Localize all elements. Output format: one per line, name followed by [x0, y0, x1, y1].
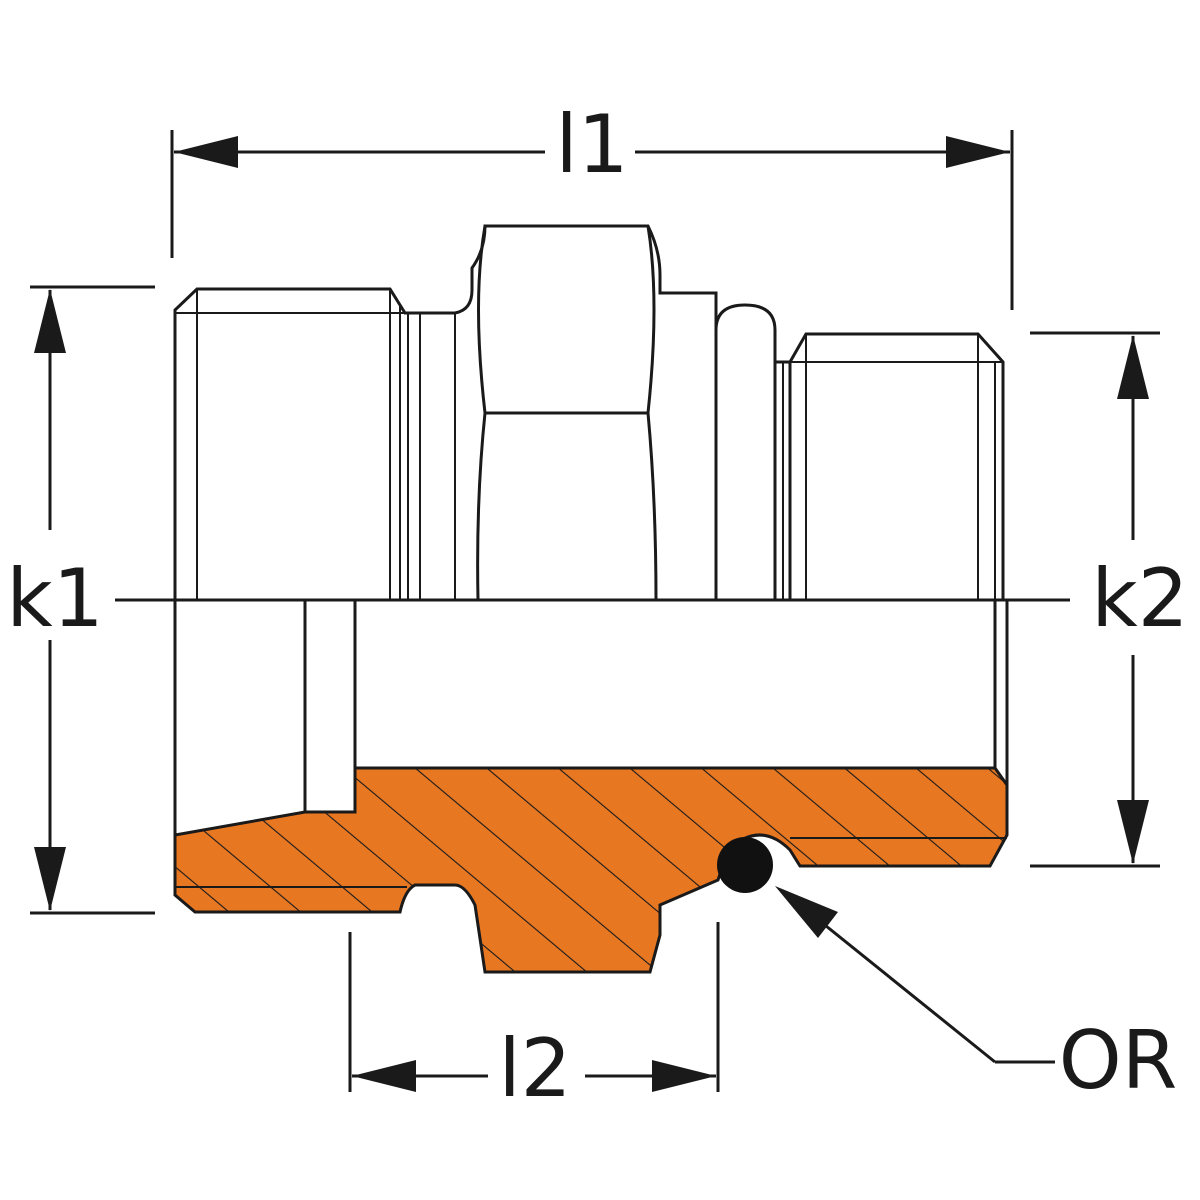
- dimension-l1: l1: [170, 98, 1014, 310]
- collar: [714, 303, 777, 600]
- arrowhead-icon: [34, 289, 66, 911]
- label-k2: k2: [1091, 552, 1188, 645]
- label-k1: k1: [6, 552, 103, 645]
- dimension-k2: k2: [1030, 331, 1189, 868]
- fitting-section-view: [173, 600, 1009, 974]
- section-hatch: [173, 766, 1009, 974]
- arrowhead-icon: [1117, 335, 1149, 864]
- o-ring-callout: OR: [775, 886, 1177, 1107]
- right-thread: [775, 332, 1005, 600]
- arrowhead-icon: [775, 886, 838, 938]
- label-l1: l1: [555, 98, 628, 191]
- dimension-k1: k1: [6, 285, 155, 915]
- label-or: OR: [1059, 1014, 1178, 1107]
- o-ring: [717, 837, 773, 893]
- label-l2: l2: [498, 1022, 571, 1115]
- fitting-upper-view: [173, 224, 1005, 601]
- dimension-l2: l2: [348, 922, 720, 1115]
